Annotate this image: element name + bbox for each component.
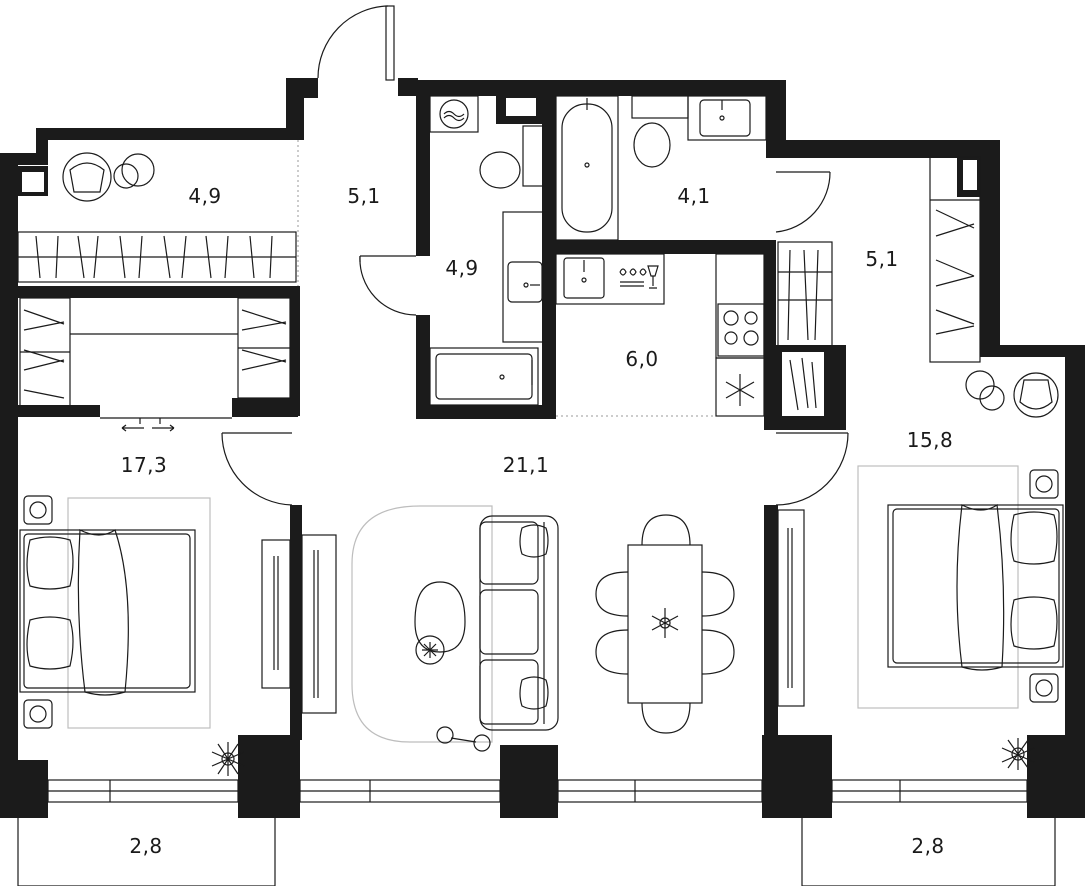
plant-icon [211,742,245,776]
area-label-entry-hall: 5,1 [347,184,381,208]
windows [47,779,1028,803]
wardrobe-icon [929,156,981,363]
armchair-icon [62,152,155,202]
toilet-icon [479,125,544,189]
area-label-balcony-bottom-right: 2,8 [911,834,945,858]
plant-icon [1001,738,1035,770]
area-label-hall-right: 5,1 [865,247,899,271]
sink-icon [555,253,665,305]
wardrobe-icon [301,534,337,714]
dishes-icon [619,265,659,289]
snowflake-icon [715,357,765,417]
doors [221,5,849,506]
interior-walls [18,96,846,740]
area-label-bathroom-left: 4,9 [445,256,479,280]
armchair-icon [965,370,1059,418]
sink-icon [687,95,767,141]
wardrobe-icon [17,231,297,283]
wardrobe-icon [777,241,833,347]
area-label-bedroom-right: 15,8 [906,428,954,452]
area-label-balcony-top-left: 4,9 [188,184,222,208]
coffee-table [414,581,491,752]
dining-table-icon [595,514,735,734]
bathtub-icon [555,95,619,241]
balconies [17,818,1056,886]
sink-icon [502,211,544,343]
area-label-bedroom-left: 17,3 [120,453,168,477]
bathtub-icon [429,347,539,406]
exterior-walls [0,78,1085,818]
area-label-balcony-bottom-left: 2,8 [129,834,163,858]
bed-icon [19,495,211,729]
carpet [351,505,493,743]
wardrobe-icon [789,357,817,411]
sofa-icon [479,515,559,731]
area-label-bathroom-right: 4,1 [677,184,711,208]
wardrobe-icon [777,509,805,707]
stove-icon [715,253,765,359]
sliding-door-arrows-icon [100,417,232,432]
washing-machine-icon [429,95,479,133]
wardrobe-icon [261,539,291,689]
wardrobe-icon [19,297,291,407]
bed-icon [857,465,1064,709]
toilet-icon [631,95,689,168]
area-label-kitchen: 6,0 [625,347,659,371]
area-label-living-room: 21,1 [502,453,550,477]
